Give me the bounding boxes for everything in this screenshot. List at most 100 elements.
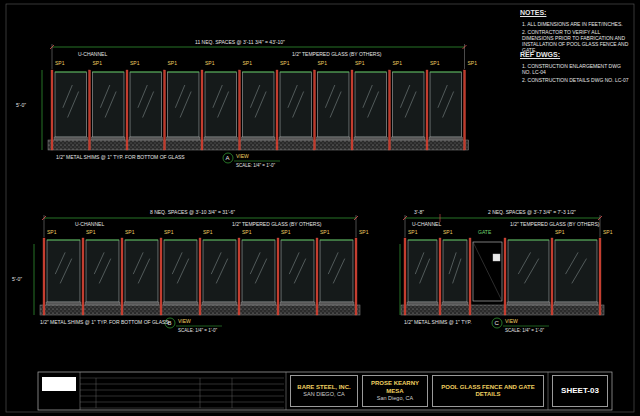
dimension-tick [463,45,467,49]
view-title: VIEW [505,318,518,324]
note-text: 2. CONSTRUCTION DETAILS DWG NO. LC-07 [522,77,630,83]
post-tag: SP1 [130,60,139,66]
glass-reflection [524,259,538,284]
ground-hatch [48,140,469,150]
glass-panel [281,240,314,302]
glass-reflection [328,252,338,274]
post [439,238,441,315]
post [121,238,123,315]
glass-top-edge [55,72,87,73]
glass-panel [203,240,236,302]
glass-panel [408,240,437,302]
glass-top-edge [93,72,125,73]
glass-reflection [294,259,306,284]
glass-top-edge [242,240,275,241]
dimension-tick [50,45,54,49]
glass-reflection [449,252,456,274]
post-tag: SP1 [430,60,439,66]
u-channel [442,302,468,305]
glass-panel [242,240,275,302]
u-channel [392,137,426,140]
glass-top-edge [408,240,437,241]
post-tag: SP1 [320,229,329,235]
glass-panel [430,72,462,137]
post-tag: SP1 [318,60,327,66]
post [238,238,240,315]
title-text: SHEET-03 [561,386,599,396]
post-tag: SP1 [408,229,417,235]
callout-text: 1/2" METAL SHIMS @ 1" TYP. FOR BOTTOM OF… [56,154,185,160]
note-heading: REF DWGS: [520,51,560,59]
post-tag: SP1 [603,229,612,235]
u-channel [204,137,238,140]
dimension-tick [440,214,441,222]
post [51,70,53,150]
glass-reflection [100,85,109,108]
glass-panel [205,72,237,137]
glass-reflection [175,85,184,108]
glass-top-edge [281,240,314,241]
glass-reflection [68,92,79,118]
glass-reflection [60,259,72,284]
glass-reflection [255,92,266,118]
callout-text: 1/2" METAL SHIMS @ 1" TYP. FOR BOTTOM OF… [40,319,169,325]
note-text: 1. ALL DIMENSIONS ARE IN FEET/INCHES. [522,21,630,27]
glass-top-edge [320,240,353,241]
post-tag: SP1 [205,60,214,66]
glass-panel [168,72,200,137]
post-tag: SP1 [86,229,95,235]
u-channel [202,302,237,305]
u-channel [124,302,159,305]
subtitle-text: San Diego, CA [377,395,413,402]
callout-text: U-CHANNEL [78,51,107,57]
view-marker [223,153,233,163]
glass-top-edge [203,240,236,241]
revision-col [80,372,81,410]
dimension-tick [354,216,358,220]
glass-panel [130,72,162,137]
u-channel [317,137,351,140]
u-channel [241,302,276,305]
glass-reflection [213,85,222,108]
glass-reflection [133,252,143,274]
view-underline [176,326,222,327]
glass-reflection [438,85,447,108]
title-text: POOL GLASS FENCE AND GATE DETAILS [436,384,540,399]
title-block-cell: SHEET-03 [552,375,608,407]
scale-text: SCALE: 1/4" = 1'-0" [236,163,275,168]
post-tag: SP1 [281,229,290,235]
post-tag: SP1 [280,60,289,66]
callout-text: U-CHANNEL [412,221,441,227]
post-tag: SP1 [555,229,564,235]
dimension-text: 5'-0" [16,102,26,108]
view-title: VIEW [236,153,249,159]
post [599,238,601,315]
glass-top-edge [508,240,549,241]
revision-row [80,408,284,409]
post-tag: SP1 [125,229,134,235]
glass-panel [55,72,87,137]
post [389,70,391,150]
glass-top-edge [243,72,275,73]
glass-reflection [99,259,111,284]
post-tag: SP1 [164,229,173,235]
glass-panel [555,240,597,302]
glass-panel [320,240,353,302]
u-channel [242,137,276,140]
post-tag: SP1 [243,60,252,66]
u-channel [167,137,201,140]
note-heading: NOTES: [520,9,546,17]
glass-panel [393,72,425,137]
glass-top-edge [430,72,462,73]
glass-reflection [211,252,221,274]
glass-reflection [255,259,267,284]
glass-reflection [180,92,191,118]
title-block-cell: PROSE KEARNY MESASan Diego, CA [362,375,428,407]
title-text: PROSE KEARNY MESA [366,380,424,395]
u-channel [354,137,388,140]
title-divider [286,372,287,410]
glass-top-edge [164,240,197,241]
dimension-text: 5'-0" [12,276,22,282]
post [351,70,353,150]
